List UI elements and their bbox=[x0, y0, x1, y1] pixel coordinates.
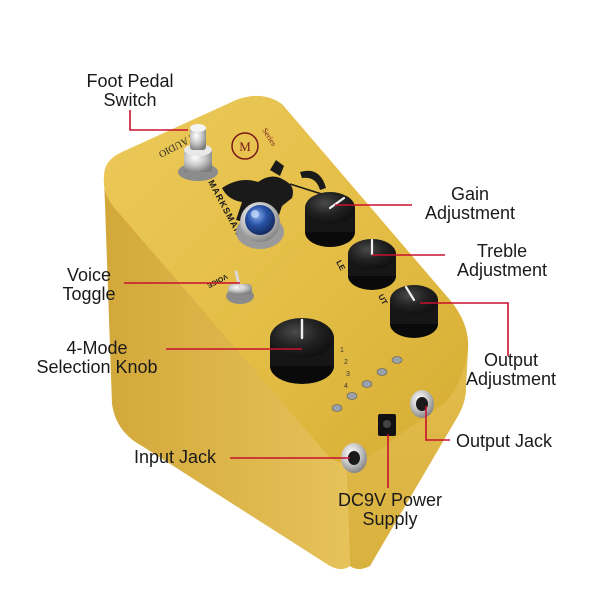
callout-output-adj: Output Adjustment bbox=[465, 350, 557, 389]
output-knob[interactable] bbox=[390, 285, 438, 338]
svg-text:1: 1 bbox=[340, 347, 344, 354]
output-label: UT bbox=[376, 293, 389, 307]
leader-lines bbox=[124, 110, 509, 488]
mode-scale: 1 2 3 4 bbox=[340, 347, 350, 390]
foot-switch[interactable] bbox=[178, 124, 218, 181]
svg-text:3: 3 bbox=[346, 371, 350, 378]
series-logo-letter: M bbox=[239, 139, 251, 154]
callout-voice: Voice Toggle bbox=[62, 265, 116, 304]
mode-selection-knob[interactable] bbox=[270, 318, 334, 384]
output-jack[interactable] bbox=[410, 390, 434, 418]
callout-treble: Treble Adjustment bbox=[456, 241, 548, 280]
svg-text:2: 2 bbox=[344, 359, 348, 366]
series-logo bbox=[231, 132, 259, 160]
treble-knob[interactable] bbox=[348, 238, 396, 290]
callout-output-jack: Output Jack bbox=[456, 431, 553, 451]
callout-mode-knob: 4-Mode Selection Knob bbox=[36, 338, 158, 377]
dc-power-jack[interactable] bbox=[378, 414, 396, 436]
callout-foot-pedal: Foot Pedal Switch bbox=[86, 71, 174, 110]
callout-power: DC9V Power Supply bbox=[337, 490, 443, 529]
gain-knob[interactable] bbox=[305, 192, 355, 247]
voice-toggle[interactable] bbox=[226, 270, 254, 304]
input-jack[interactable] bbox=[341, 443, 367, 473]
leader-output-adj bbox=[420, 302, 509, 356]
leader-foot-pedal bbox=[129, 110, 188, 131]
leader-output-jack bbox=[425, 406, 450, 441]
led-gem bbox=[236, 202, 284, 249]
svg-text:4: 4 bbox=[344, 383, 348, 390]
enclosure-left-side bbox=[104, 176, 350, 569]
callout-gain: Gain Adjustment bbox=[424, 184, 516, 223]
mode-leds bbox=[331, 356, 403, 412]
callout-input-jack: Input Jack bbox=[134, 447, 217, 467]
